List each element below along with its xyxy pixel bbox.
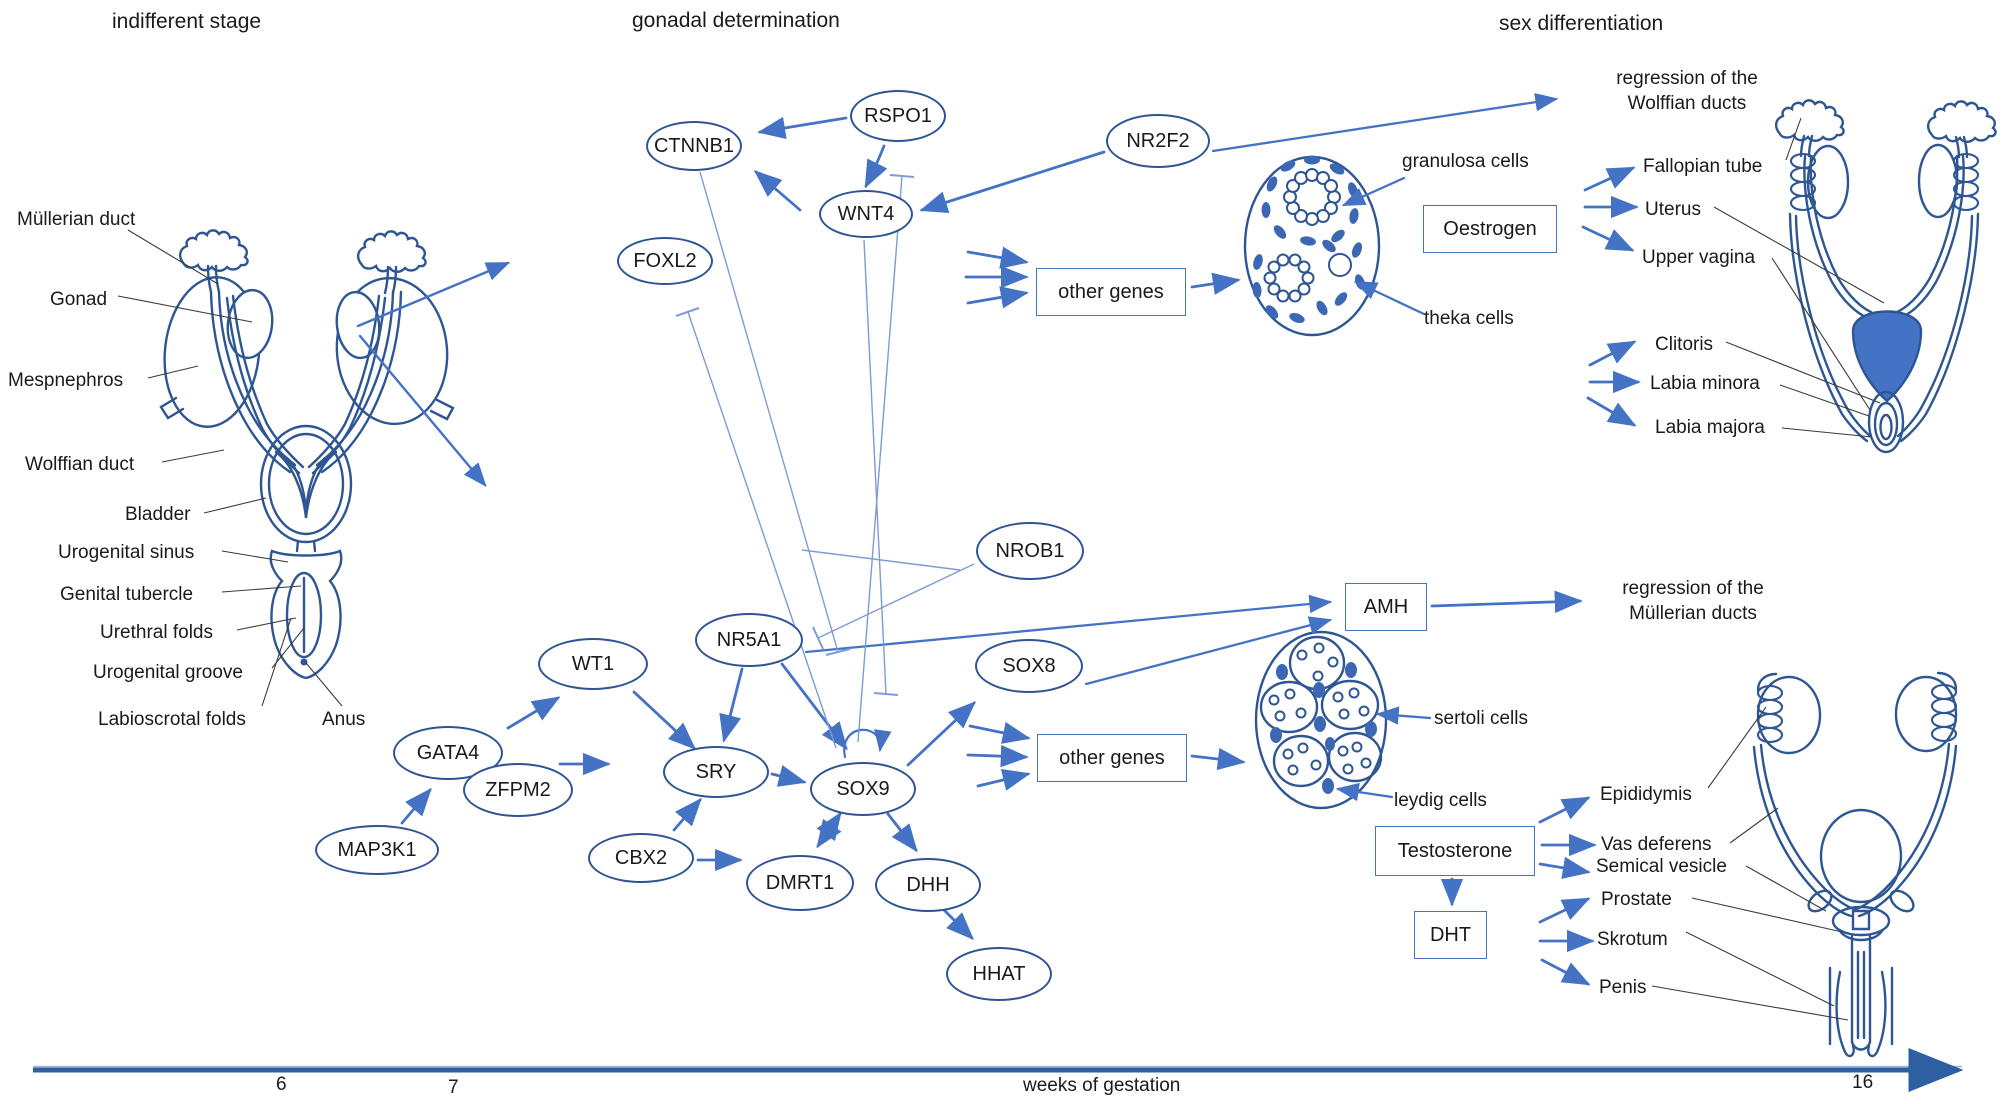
leydig-cell-dots — [1270, 662, 1377, 794]
node-gata4: GATA4 — [393, 726, 503, 780]
label-sertoli-cells: sertoli cells — [1434, 708, 1528, 729]
label-mullerian-duct: Müllerian duct — [17, 209, 136, 230]
node-wt1: WT1 — [538, 638, 648, 690]
stage-title-gonadal-determination: gonadal determination — [632, 9, 840, 32]
box-amh: AMH — [1345, 583, 1427, 631]
node-hhat: HHAT — [946, 947, 1052, 1001]
stage-title-sex-differentiation: sex differentiation — [1499, 12, 1664, 35]
label-wolffian-duct: Wolffian duct — [25, 454, 135, 475]
label-semical-vesicle: Semical vesicle — [1596, 856, 1727, 877]
node-wnt4: WNT4 — [819, 190, 913, 238]
label-clitoris: Clitoris — [1655, 334, 1714, 355]
label-mespnephros: Mespnephros — [8, 370, 124, 391]
label-skrotum: Skrotum — [1597, 929, 1668, 950]
node-cbx2: CBX2 — [588, 833, 694, 883]
label-granulosa-cells: granulosa cells — [1402, 151, 1529, 172]
axis-tick-6: 6 — [276, 1074, 287, 1095]
label-theka-cells: theka cells — [1424, 308, 1514, 329]
node-sry: SRY — [663, 746, 769, 798]
label-anus: Anus — [322, 709, 366, 730]
indifferent-anatomy-illustration — [159, 229, 455, 680]
label-upper-vagina: Upper vagina — [1642, 247, 1756, 268]
box-other-genes-male: other genes — [1037, 734, 1187, 782]
label-epididymis: Epididymis — [1600, 784, 1692, 805]
box-testosterone: Testosterone — [1375, 826, 1535, 876]
node-rspo1: RSPO1 — [850, 90, 946, 142]
node-ctnnb1: CTNNB1 — [646, 121, 742, 171]
box-other-genes-female: other genes — [1036, 268, 1186, 316]
label-prostate: Prostate — [1601, 889, 1672, 910]
uterus-shape — [1851, 310, 1923, 403]
testis-illustration — [1254, 630, 1388, 810]
axis-tick-16: 16 — [1852, 1072, 1874, 1093]
node-nr2f2: NR2F2 — [1106, 114, 1210, 168]
box-oestrogen: Oestrogen — [1423, 205, 1557, 253]
label-regression-wolffian-ducts: regression of the Wolffian ducts — [1616, 68, 1758, 115]
label-gonad: Gonad — [50, 289, 108, 310]
node-foxl2: FOXL2 — [617, 237, 713, 285]
node-sox8: SOX8 — [975, 639, 1083, 693]
node-zfpm2: ZFPM2 — [463, 763, 573, 817]
axis-label-weeks-of-gestation: weeks of gestation — [1023, 1075, 1181, 1096]
label-vas-deferens: Vas deferens — [1601, 834, 1712, 855]
label-fallopian-tube: Fallopian tube — [1643, 156, 1763, 177]
node-nr5a1: NR5A1 — [695, 613, 803, 667]
label-urethral-folds: Urethral folds — [100, 622, 213, 643]
label-urogenital-sinus: Urogenital sinus — [58, 542, 195, 563]
label-penis: Penis — [1599, 977, 1647, 998]
male-anatomy-illustration — [1752, 671, 1958, 1058]
axis-tick-7: 7 — [448, 1077, 459, 1098]
label-urogenital-groove: Urogenital groove — [93, 662, 243, 683]
label-labioscrotal-folds: Labioscrotal folds — [98, 709, 246, 730]
label-leydig-cells: leydig cells — [1394, 790, 1487, 811]
node-dmrt1: DMRT1 — [746, 855, 854, 911]
inhibition-lines — [675, 171, 975, 749]
gestation-axis — [33, 1048, 1964, 1092]
stage-title-indifferent: indifferent stage — [112, 10, 262, 33]
node-nrob1: NROB1 — [976, 522, 1084, 580]
node-dhh: DHH — [875, 858, 981, 912]
activation-arrows — [356, 93, 1641, 986]
label-labia-majora: Labia majora — [1655, 417, 1765, 438]
label-regression-mullerian-ducts: regression of the Müllerian ducts — [1622, 578, 1764, 625]
leader-lines — [117, 117, 1885, 1021]
label-labia-minora: Labia minora — [1650, 373, 1760, 394]
label-uterus: Uterus — [1645, 199, 1701, 220]
label-genital-tubercle: Genital tubercle — [60, 584, 194, 605]
label-bladder: Bladder — [125, 504, 191, 525]
female-anatomy-illustration — [1774, 99, 1997, 454]
node-map3k1: MAP3K1 — [315, 825, 439, 875]
box-dht: DHT — [1414, 911, 1487, 959]
ovary-illustration — [1243, 155, 1381, 337]
node-sox9: SOX9 — [810, 762, 916, 816]
